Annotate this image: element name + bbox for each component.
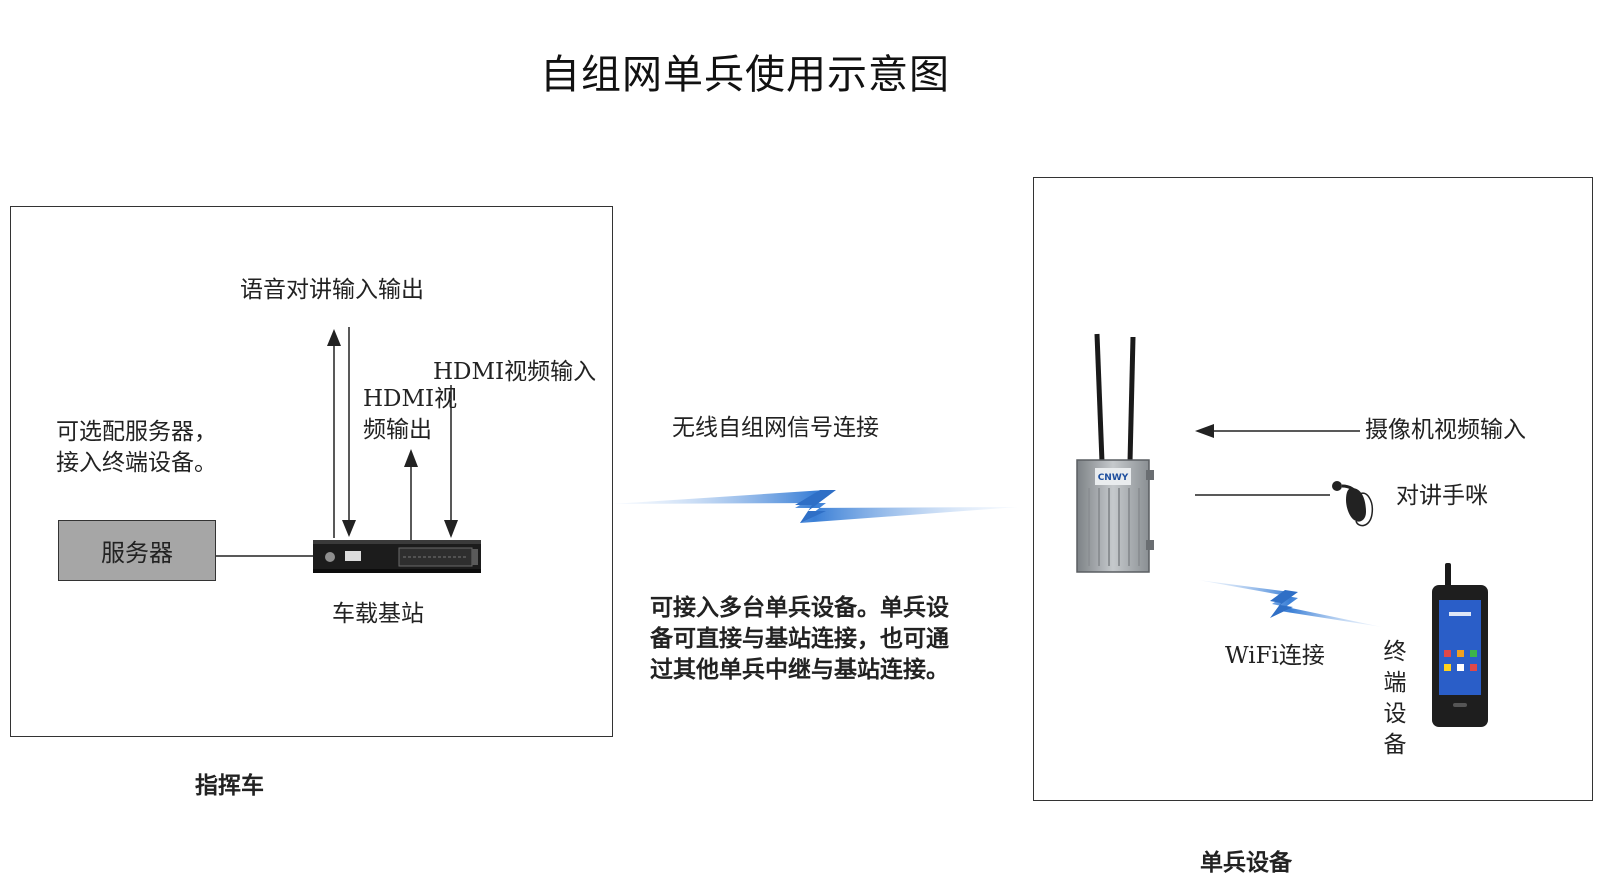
terminal-device-label: 终端设备 [1383,639,1407,758]
device-brand-text: CNWY [1098,473,1129,483]
voice-input-arrow [342,327,356,537]
server-note: 可选配服务器， 接入终端设备。 [56,419,217,476]
camera-input-arrow [1195,424,1360,438]
hdmi-input-label: HDMI视频输入 [433,359,597,385]
base-station-label: 车载基站 [332,601,424,627]
voice-output-arrow [327,329,341,538]
vehicle-base-station-icon [313,540,481,573]
relay-note: 可接入多台单兵设备。单兵设 备可直接与基站连接，也可通 过其他单兵中继与基站连接… [650,594,949,683]
command-vehicle-caption: 指挥车 [195,772,264,799]
intercom-mic-icon [1332,481,1374,527]
server-box: 服务器 [58,520,216,581]
voice-intercom-label: 语音对讲输入输出 [240,277,424,303]
diagram-title: 自组网单兵使用示意图 [540,52,950,98]
soldier-equipment-panel [1033,177,1593,801]
hdmi-input-arrow [444,385,458,538]
terminal-device-icon [1432,563,1488,727]
soldier-equipment-caption: 单兵设备 [1200,849,1292,876]
wifi-signal-icon [1198,580,1382,627]
wireless-link-label: 无线自组网信号连接 [672,415,879,441]
intercom-mic-label: 对讲手咪 [1396,483,1488,509]
command-vehicle-panel [10,206,613,737]
camera-input-label: 摄像机视频输入 [1365,417,1526,443]
hdmi-output-arrow [404,449,418,543]
wireless-signal-icon [612,490,1018,523]
hdmi-output-label: HDMI视 频输出 [363,386,458,443]
wifi-link-label: WiFi连接 [1225,643,1325,669]
soldier-device-icon: CNWY [1076,333,1154,573]
